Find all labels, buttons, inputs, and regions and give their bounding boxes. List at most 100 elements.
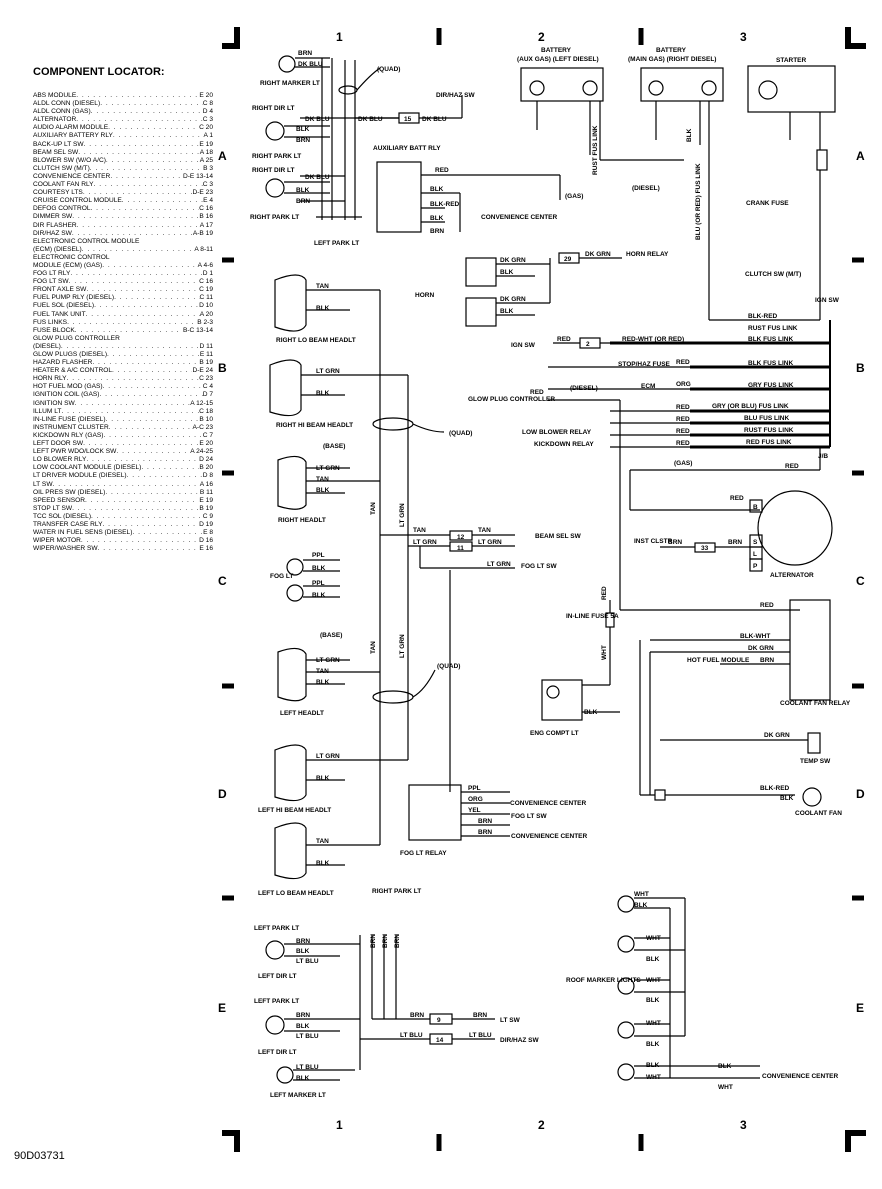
locator-entry-ref: A 8-11: [194, 245, 213, 253]
wire-label: BLK: [312, 592, 326, 599]
battery-aux: [520, 67, 684, 161]
wire-label: BRN: [296, 198, 310, 205]
leader-dots: . . . . . . . . . . . . . . . . . . . . …: [89, 164, 203, 172]
wire-label: CONVENIENCE CENTER: [762, 1073, 839, 1080]
locator-entry-name: IGNITION COIL (GAS): [33, 391, 100, 399]
right-park-label: RIGHT PARK LT: [252, 153, 301, 160]
locator-entry-ref: B 19: [199, 359, 213, 367]
wire-label: L: [753, 551, 757, 558]
locator-entry-name: FOG LT RLY: [33, 270, 71, 278]
wire-label: (GAS): [674, 460, 692, 467]
locator-entry-name: CRUISE CONTROL MODULE: [33, 197, 122, 205]
wire-label: TAN: [478, 527, 491, 534]
row-label: D: [218, 787, 227, 801]
wire-label: BLK: [686, 128, 693, 142]
wire-label: RIGHT HEADLT: [278, 517, 326, 524]
wire-label: LT GRN: [399, 503, 406, 527]
wire-label: TAN: [316, 668, 329, 675]
coolant-fan-label: COOLANT FAN: [795, 810, 842, 817]
wire-label: LEFT MARKER LT: [270, 1092, 326, 1099]
locator-entry-ref: D 10: [199, 302, 213, 310]
locator-entry-ref: A 24-25: [190, 448, 213, 456]
locator-entry: FUEL SOL (DIESEL) . . . . . . . . . . . …: [33, 302, 213, 310]
locator-entry-name: HAZARD FLASHER: [33, 359, 93, 367]
locator-entry-name: DIR/HAZ SW: [33, 229, 72, 237]
wire-label: BLK-WHT: [740, 633, 770, 640]
leader-dots: . . . . . . . . . . . . . . . . . . . . …: [100, 100, 203, 108]
row-label: C: [218, 574, 227, 588]
leader-dots: . . . . . . . . . . . . . . . . . . . . …: [93, 181, 203, 189]
locator-entry-name: FUEL PUMP RLY (DIESEL): [33, 294, 115, 302]
wire-label: RED-WHT (OR RED): [622, 336, 684, 343]
leader-dots: . . . . . . . . . . . . . . . . . . . . …: [74, 399, 191, 407]
locator-entry: FRONT AXLE SW . . . . . . . . . . . . . …: [33, 286, 213, 294]
locator-entry-ref: A 1: [203, 132, 213, 140]
leader-dots: . . . . . . . . . . . . . . . . . . . . …: [92, 359, 199, 367]
locator-entry-name: HORN RLY: [33, 375, 67, 383]
coolant-fan-relay-label: COOLANT FAN RELAY: [780, 700, 851, 707]
wire-label: 14: [436, 1037, 444, 1044]
locator-entry-name: SPEED SENSOR: [33, 496, 86, 504]
wire-label: LT GRN: [316, 657, 340, 664]
locator-entry-name: WIPER MOTOR: [33, 537, 81, 545]
locator-entry: IGNITION COIL (GAS) . . . . . . . . . . …: [33, 391, 213, 399]
locator-entry-name: ABS MODULE: [33, 92, 77, 99]
locator-entry: FUEL PUMP RLY (DIESEL) . . . . . . . . .…: [33, 294, 213, 302]
wire-label: (QUAD): [437, 663, 460, 670]
wire-label: BLK: [316, 487, 330, 494]
wire-label: BLK: [500, 269, 514, 276]
locator-entry: DIR FLASHER . . . . . . . . . . . . . . …: [33, 222, 213, 230]
wire-label: DK GRN: [585, 251, 611, 258]
wire-label: DK GRN: [500, 257, 526, 264]
row-label: B: [218, 361, 227, 375]
locator-entry: ABS MODULE . . . . . . . . . . . . . . .…: [33, 92, 213, 100]
leader-dots: . . . . . . . . . . . . . . . . . . . . …: [85, 496, 199, 504]
locator-entry-ref: D-E 23: [192, 189, 213, 197]
locator-entry: GLOW PLUGS (DIESEL) . . . . . . . . . . …: [33, 351, 213, 359]
wire-label: BLK: [500, 308, 514, 315]
wire-label: ORG: [468, 796, 483, 803]
wire-label: BLK: [646, 997, 660, 1004]
locator-entry: LEFT PWR WDO/LOCK SW . . . . . . . . . .…: [33, 448, 213, 456]
locator-entry: LEFT DOOR SW . . . . . . . . . . . . . .…: [33, 440, 213, 448]
locator-entry-ref: A-C 23: [192, 423, 213, 431]
stop-haz-label: STOP/HAZ FUSE: [618, 361, 671, 368]
locator-entry-ref: A 17: [199, 221, 213, 229]
wire-label: LEFT PARK LT: [254, 925, 299, 932]
wire-label: BRN: [394, 934, 401, 948]
wire-label: DK BLU: [298, 61, 323, 68]
wire-label: BLK: [312, 565, 326, 572]
wire-label: ORG: [676, 381, 691, 388]
locator-entry-ref: B 3: [203, 164, 213, 172]
jb-label: J/B: [818, 453, 828, 460]
alternator-label: ALTERNATOR: [770, 572, 814, 579]
wire-label: LEFT PARK LT: [254, 998, 299, 1005]
locator-entry-name: INSTRUMENT CLUSTER: [33, 423, 109, 431]
headlights: [269, 274, 515, 880]
locator-entry-ref: A-B 19: [192, 229, 213, 237]
starter-label: STARTER: [776, 57, 807, 64]
leader-dots: . . . . . . . . . . . . . . . . . . . . …: [108, 124, 199, 132]
locator-entry: TCC SOL (DIESEL) . . . . . . . . . . . .…: [33, 513, 213, 521]
wire-label: BLK: [296, 1075, 310, 1082]
alternator: [541, 490, 833, 807]
locator-entry: CLUTCH SW (M/T) . . . . . . . . . . . . …: [33, 165, 213, 173]
locator-entry: TRANSFER CASE RLY . . . . . . . . . . . …: [33, 521, 213, 529]
wire-label: GRY FUS LINK: [748, 382, 794, 389]
col-label: 1: [336, 30, 343, 44]
locator-entry-ref: D-E 24: [192, 367, 213, 375]
leader-dots: . . . . . . . . . . . . . . . . . . . . …: [112, 367, 192, 375]
locator-entry-ref: C 3: [202, 181, 213, 189]
wire-label: BLK: [316, 390, 330, 397]
leader-dots: . . . . . . . . . . . . . . . . . . . . …: [97, 545, 200, 553]
locator-entry-name: CONVENIENCE CENTER: [33, 172, 111, 180]
locator-entry-name: KICKDOWN RLY (GAS): [33, 431, 104, 439]
locator-title: COMPONENT LOCATOR:: [33, 66, 165, 78]
wire-label: FOG LT SW: [511, 813, 547, 820]
kickdown-label: KICKDOWN RELAY: [534, 441, 594, 448]
wire-label: LT BLU: [469, 1032, 492, 1039]
locator-entry: HORN RLY . . . . . . . . . . . . . . . .…: [33, 375, 213, 383]
wire-label: RED: [785, 463, 799, 470]
locator-entry-name: LT SW: [33, 480, 53, 488]
wire-label: 11: [457, 545, 464, 552]
